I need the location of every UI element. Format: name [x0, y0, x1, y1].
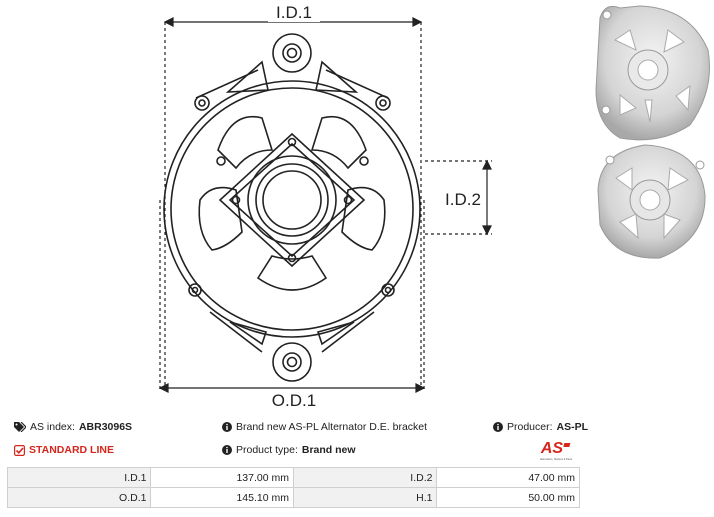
- spec-value: 137.00 mm: [150, 467, 294, 488]
- info-row-1: AS index: ABR3096S Brand new AS-PL Alter…: [0, 417, 714, 437]
- spec-table: I.D.1 137.00 mm I.D.2 47.00 mm O.D.1 145…: [6, 467, 580, 508]
- od1-label: O.D.1: [272, 391, 316, 410]
- as-index-value: ABR3096S: [78, 421, 133, 433]
- product-line: STANDARD LINE: [14, 440, 114, 460]
- id2-label: I.D.2: [445, 190, 481, 209]
- description-text: Brand new AS-PL Alternator D.E. bracket: [236, 421, 428, 433]
- bracket-outline: [163, 69, 421, 353]
- info-icon: [222, 422, 232, 432]
- od1-dimension: [158, 200, 426, 393]
- logo-tagline: Alternators, Starters & Parts: [540, 457, 573, 461]
- spec-label: I.D.1: [6, 467, 152, 488]
- as-index: AS index: ABR3096S: [14, 417, 132, 437]
- info-icon: [493, 422, 503, 432]
- description: Brand new AS-PL Alternator D.E. bracket: [222, 417, 427, 437]
- product-type-label: Product type:: [236, 444, 298, 456]
- spec-label: I.D.2: [292, 467, 438, 488]
- info-row-2: STANDARD LINE Product type: Brand new: [0, 440, 714, 460]
- id1-label: I.D.1: [276, 3, 312, 22]
- product-type: Product type: Brand new: [222, 440, 356, 460]
- bearing-hub: [218, 132, 366, 268]
- table-row: O.D.1 145.10 mm H.1 50.00 mm: [6, 487, 580, 508]
- spec-value: 50.00 mm: [436, 487, 580, 508]
- spec-value: 145.10 mm: [150, 487, 294, 508]
- id2-dimension: [425, 159, 492, 236]
- tags-icon: [14, 422, 26, 432]
- product-type-value: Brand new: [301, 444, 356, 456]
- as-pl-logo: AS Alternators, Starters & Parts: [540, 440, 573, 461]
- producer-value: AS-PL: [556, 421, 589, 433]
- table-row: I.D.1 137.00 mm I.D.2 47.00 mm: [6, 467, 580, 488]
- logo-mark: AS: [540, 440, 564, 457]
- product-photo-top: [595, 5, 711, 141]
- producer: Producer: AS-PL: [493, 417, 588, 437]
- bracket-technical-drawing: I.D.1 O.D.1 I.D.2: [158, 2, 492, 410]
- product-photo-bottom: [597, 144, 706, 259]
- vent-windows: [198, 116, 386, 291]
- bottom-mounting-ear: [272, 342, 312, 382]
- product-photos: [595, 5, 711, 259]
- info-icon: [222, 445, 232, 455]
- spec-value: 47.00 mm: [436, 467, 580, 488]
- spec-label: O.D.1: [6, 487, 152, 508]
- top-mounting-ear: [272, 33, 312, 73]
- spec-label: H.1: [292, 487, 438, 508]
- id1-dimension: [163, 17, 423, 390]
- as-index-label: AS index:: [30, 421, 75, 433]
- producer-label: Producer:: [507, 421, 553, 433]
- checkbox-checked-icon: [14, 444, 25, 456]
- product-line-label: STANDARD LINE: [29, 444, 114, 456]
